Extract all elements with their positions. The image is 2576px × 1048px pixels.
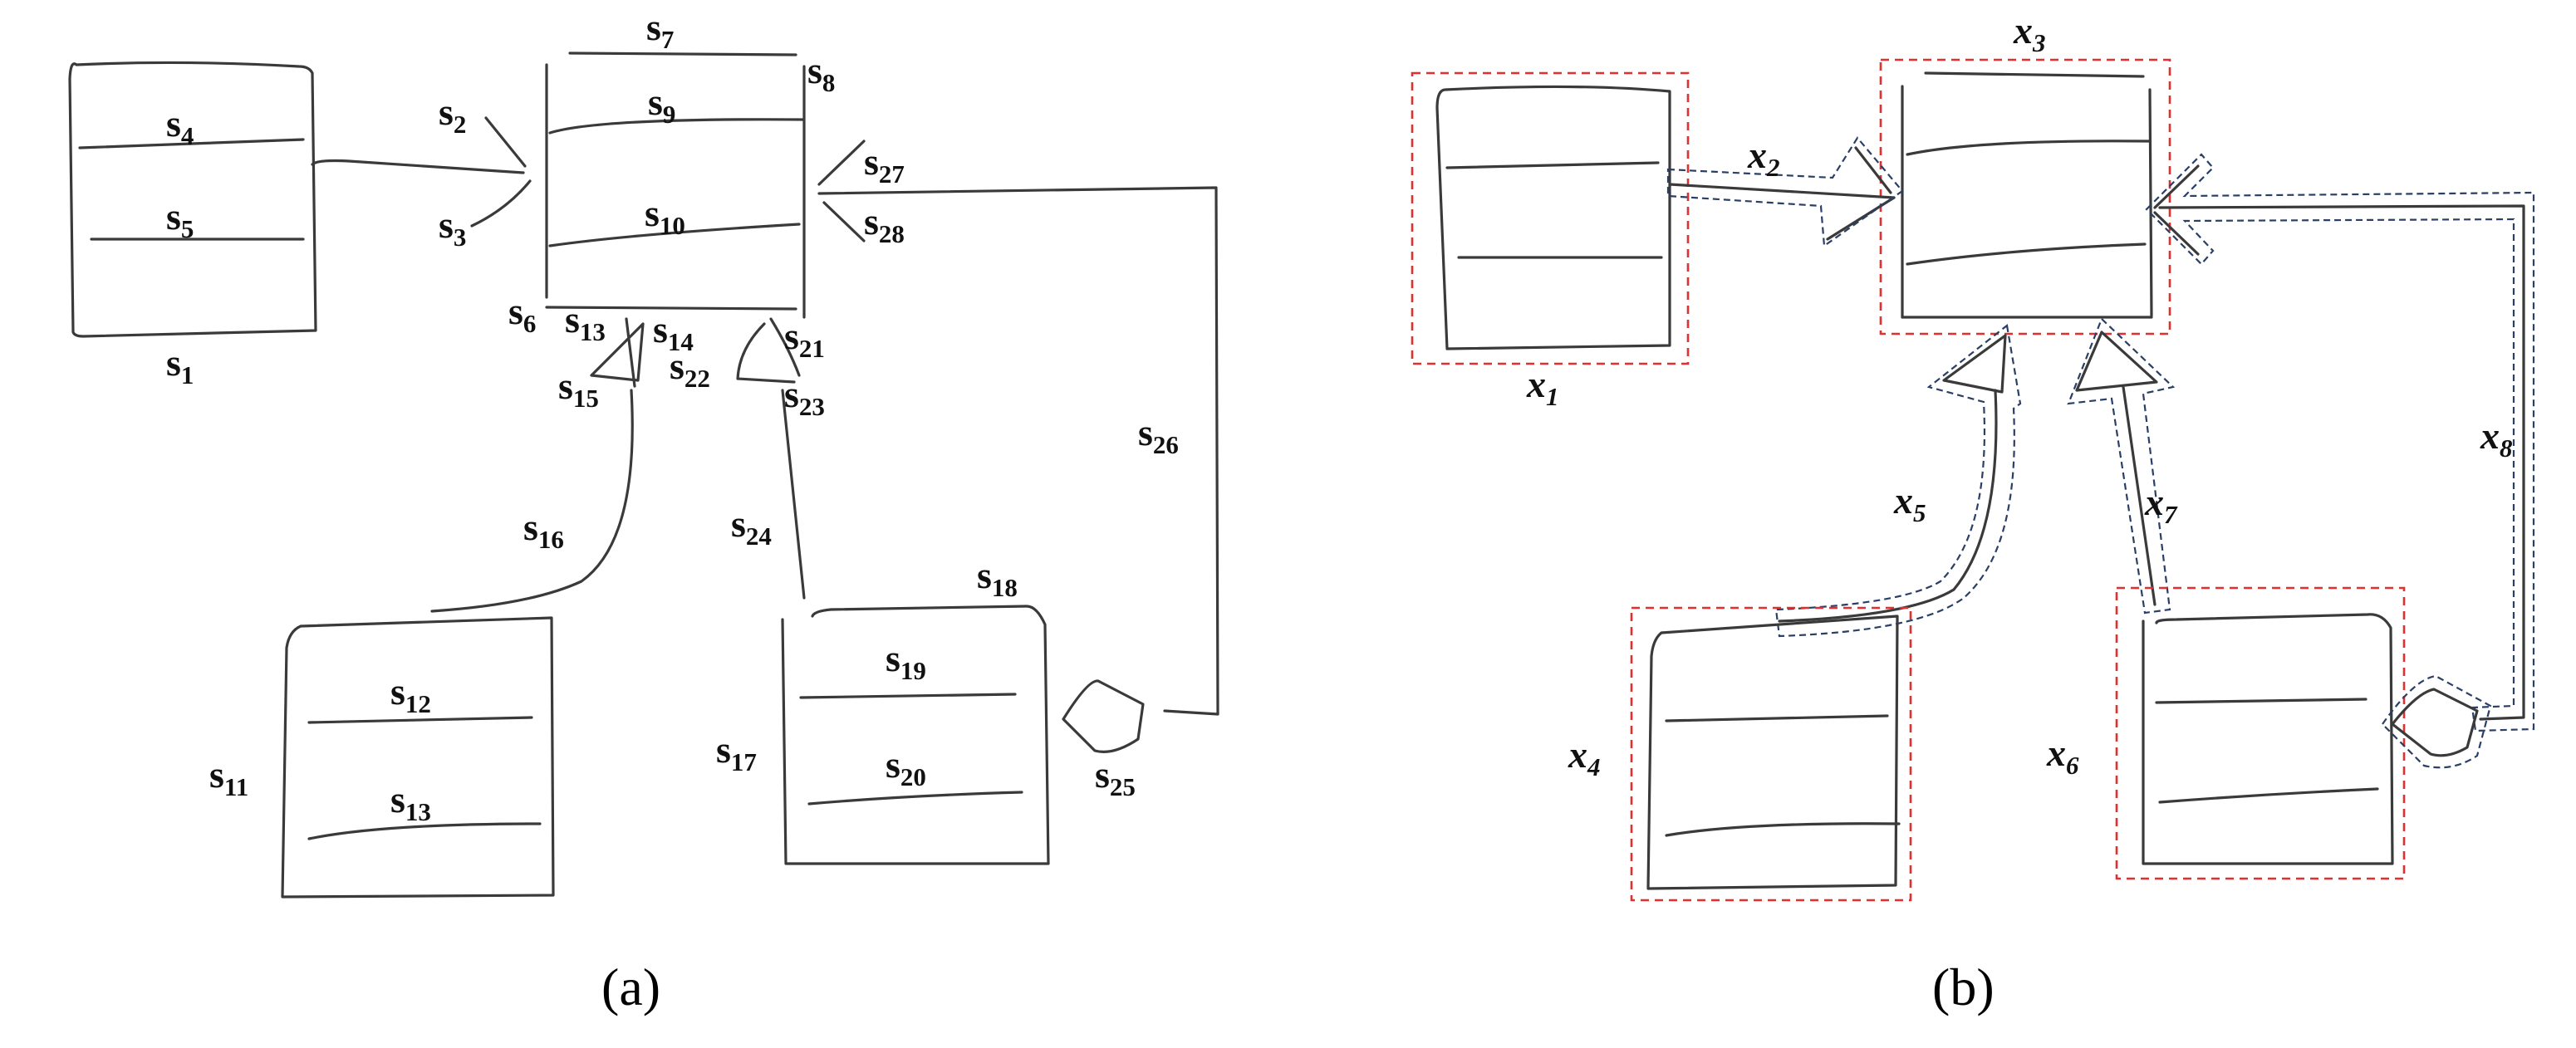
label-s2: s2 (439, 91, 466, 139)
label-s19: s19 (886, 637, 926, 685)
label-s25: s25 (1095, 753, 1136, 801)
label-s7: s7 (646, 6, 674, 54)
label-s13-box: s13 (390, 778, 431, 826)
label-s11: s11 (209, 753, 248, 801)
class-box-x4 (1630, 606, 1912, 902)
label-x4: x4 (1568, 733, 1601, 781)
label-s20: s20 (886, 743, 926, 791)
label-s17: s17 (716, 728, 757, 776)
label-x1: x1 (1526, 363, 1559, 411)
class-box-bottom-left (281, 616, 555, 899)
label-x2: x2 (1747, 134, 1780, 182)
label-x7: x7 (2144, 481, 2178, 529)
label-s27: s27 (864, 140, 905, 189)
panel-b-labels: x1 x2 x3 x4 x5 x6 x7 x8 (1526, 9, 2513, 781)
label-s24: s24 (731, 502, 772, 551)
panel-a (68, 51, 1219, 899)
label-s4: s4 (166, 102, 194, 150)
label-s15: s15 (558, 365, 599, 413)
class-box-top-left (68, 61, 317, 338)
label-s13-arrow: s13 (565, 298, 606, 346)
label-x6: x6 (2046, 732, 2079, 780)
label-s6: s6 (508, 290, 536, 338)
label-s10: s10 (645, 192, 685, 240)
label-s14: s14 (653, 308, 694, 356)
label-s23: s23 (784, 373, 825, 421)
class-box-x1 (1411, 71, 1690, 365)
label-s18: s18 (977, 554, 1018, 602)
class-box-x6 (2115, 586, 2406, 880)
label-s8: s8 (807, 49, 835, 97)
class-box-bottom-right (781, 605, 1050, 865)
panel-b (1411, 58, 2535, 902)
caption-a: (a) (601, 957, 660, 1016)
label-x3: x3 (2013, 9, 2046, 57)
label-s26: s26 (1138, 411, 1179, 459)
class-box-top-center (545, 51, 806, 319)
panel-a-labels: s1 s2 s3 s4 s5 s6 s7 s8 s9 s10 s11 s12 s… (166, 6, 1179, 826)
caption-b: (b) (1932, 957, 1995, 1016)
label-s12: s12 (390, 670, 431, 718)
label-s28: s28 (864, 200, 905, 248)
label-x5: x5 (1893, 479, 1926, 527)
class-box-x3 (1879, 58, 2171, 335)
label-x8: x8 (2480, 414, 2513, 463)
label-s9: s9 (648, 81, 675, 129)
label-s22: s22 (670, 345, 710, 393)
label-s21: s21 (784, 315, 825, 363)
label-s16: s16 (523, 506, 564, 554)
label-s5: s5 (166, 195, 194, 243)
label-s1: s1 (166, 341, 194, 389)
label-s3: s3 (439, 203, 466, 252)
